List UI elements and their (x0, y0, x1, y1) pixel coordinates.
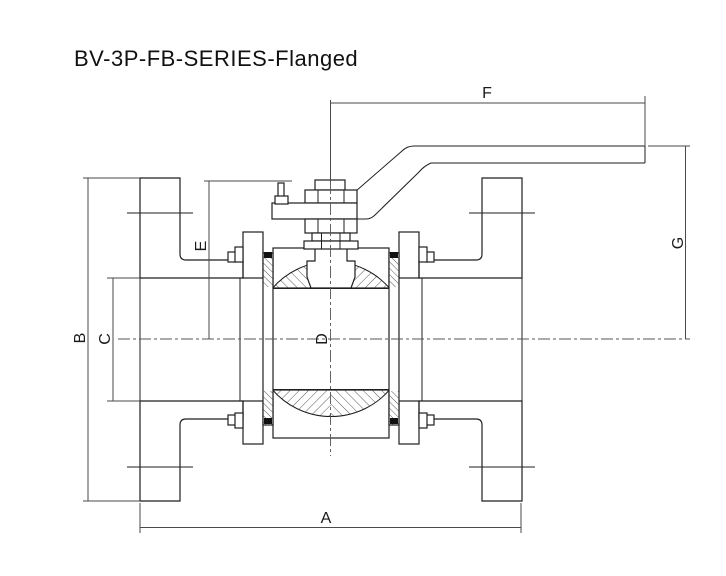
seat-seal-bottom (264, 418, 272, 424)
flange-left (127, 177, 244, 502)
cap-bolt-bottom-left (227, 412, 244, 429)
bolt-washer (418, 246, 428, 263)
bolt-washer (234, 412, 244, 429)
flange-right (418, 177, 535, 502)
seat-seal-bottom (390, 418, 398, 424)
handle (355, 145, 646, 220)
handle-lock-pin-head (274, 195, 289, 205)
bolt-washer (418, 412, 428, 429)
handle-hub-bar (271, 202, 358, 220)
dimension-B: B (72, 177, 140, 502)
dim-label-b: B (72, 333, 89, 344)
ball-lower-lens-right (331, 389, 390, 417)
gland-flange (303, 240, 359, 250)
seat-seal-top (390, 252, 398, 258)
stem-nut-upper (304, 189, 358, 204)
drawing-title: BV-3P-FB-SERIES-Flanged (74, 46, 359, 71)
handle-bottom-edge (357, 162, 645, 220)
dimension-A: A (139, 503, 522, 533)
cap-bolt-top-right (418, 246, 435, 263)
stem-nut-lower (304, 218, 358, 234)
seat-hatch-top (389, 253, 399, 287)
ball-lower-lens-left (272, 389, 331, 417)
dim-label-g: G (670, 237, 687, 249)
cap-boss-bottom-right (398, 400, 420, 445)
handle-lock-pin-shank (277, 182, 285, 198)
bolt-washer (234, 246, 244, 263)
stem-pocket (306, 247, 356, 289)
dim-label-a: A (321, 510, 332, 527)
cap-bolt-bottom-right (418, 412, 435, 429)
bore-lines (140, 277, 522, 402)
seat-hatch-bottom (389, 391, 399, 425)
ball-bottom-arc (271, 389, 391, 417)
handle-top-edge (355, 145, 645, 192)
dimension-G: G (648, 145, 690, 339)
flange-left-top-section (139, 177, 244, 279)
seat-right (388, 252, 400, 426)
cap-boss-top-left (242, 231, 264, 279)
cap-boss-bottom-left (242, 400, 264, 445)
dim-label-e: E (193, 241, 210, 252)
dim-label-d: D (314, 333, 331, 345)
dimension-C: C (97, 277, 140, 402)
seat-hatch-top (263, 253, 273, 287)
dimension-E: E (193, 180, 292, 339)
stem-assembly (271, 179, 359, 250)
flange-right-top-section (418, 177, 523, 279)
dimension-D: D (314, 333, 331, 345)
dim-label-c: C (97, 333, 114, 345)
cap-boss-top-right (398, 231, 420, 279)
seat-hatch-bottom (263, 391, 273, 425)
gland-neck (311, 232, 351, 242)
cap-bolt-top-left (227, 246, 244, 263)
dimension-F: F (330, 85, 646, 146)
seat-left (262, 252, 274, 426)
centerlines (118, 100, 690, 456)
dim-label-f: F (482, 85, 492, 102)
seat-seal-top (264, 252, 272, 258)
